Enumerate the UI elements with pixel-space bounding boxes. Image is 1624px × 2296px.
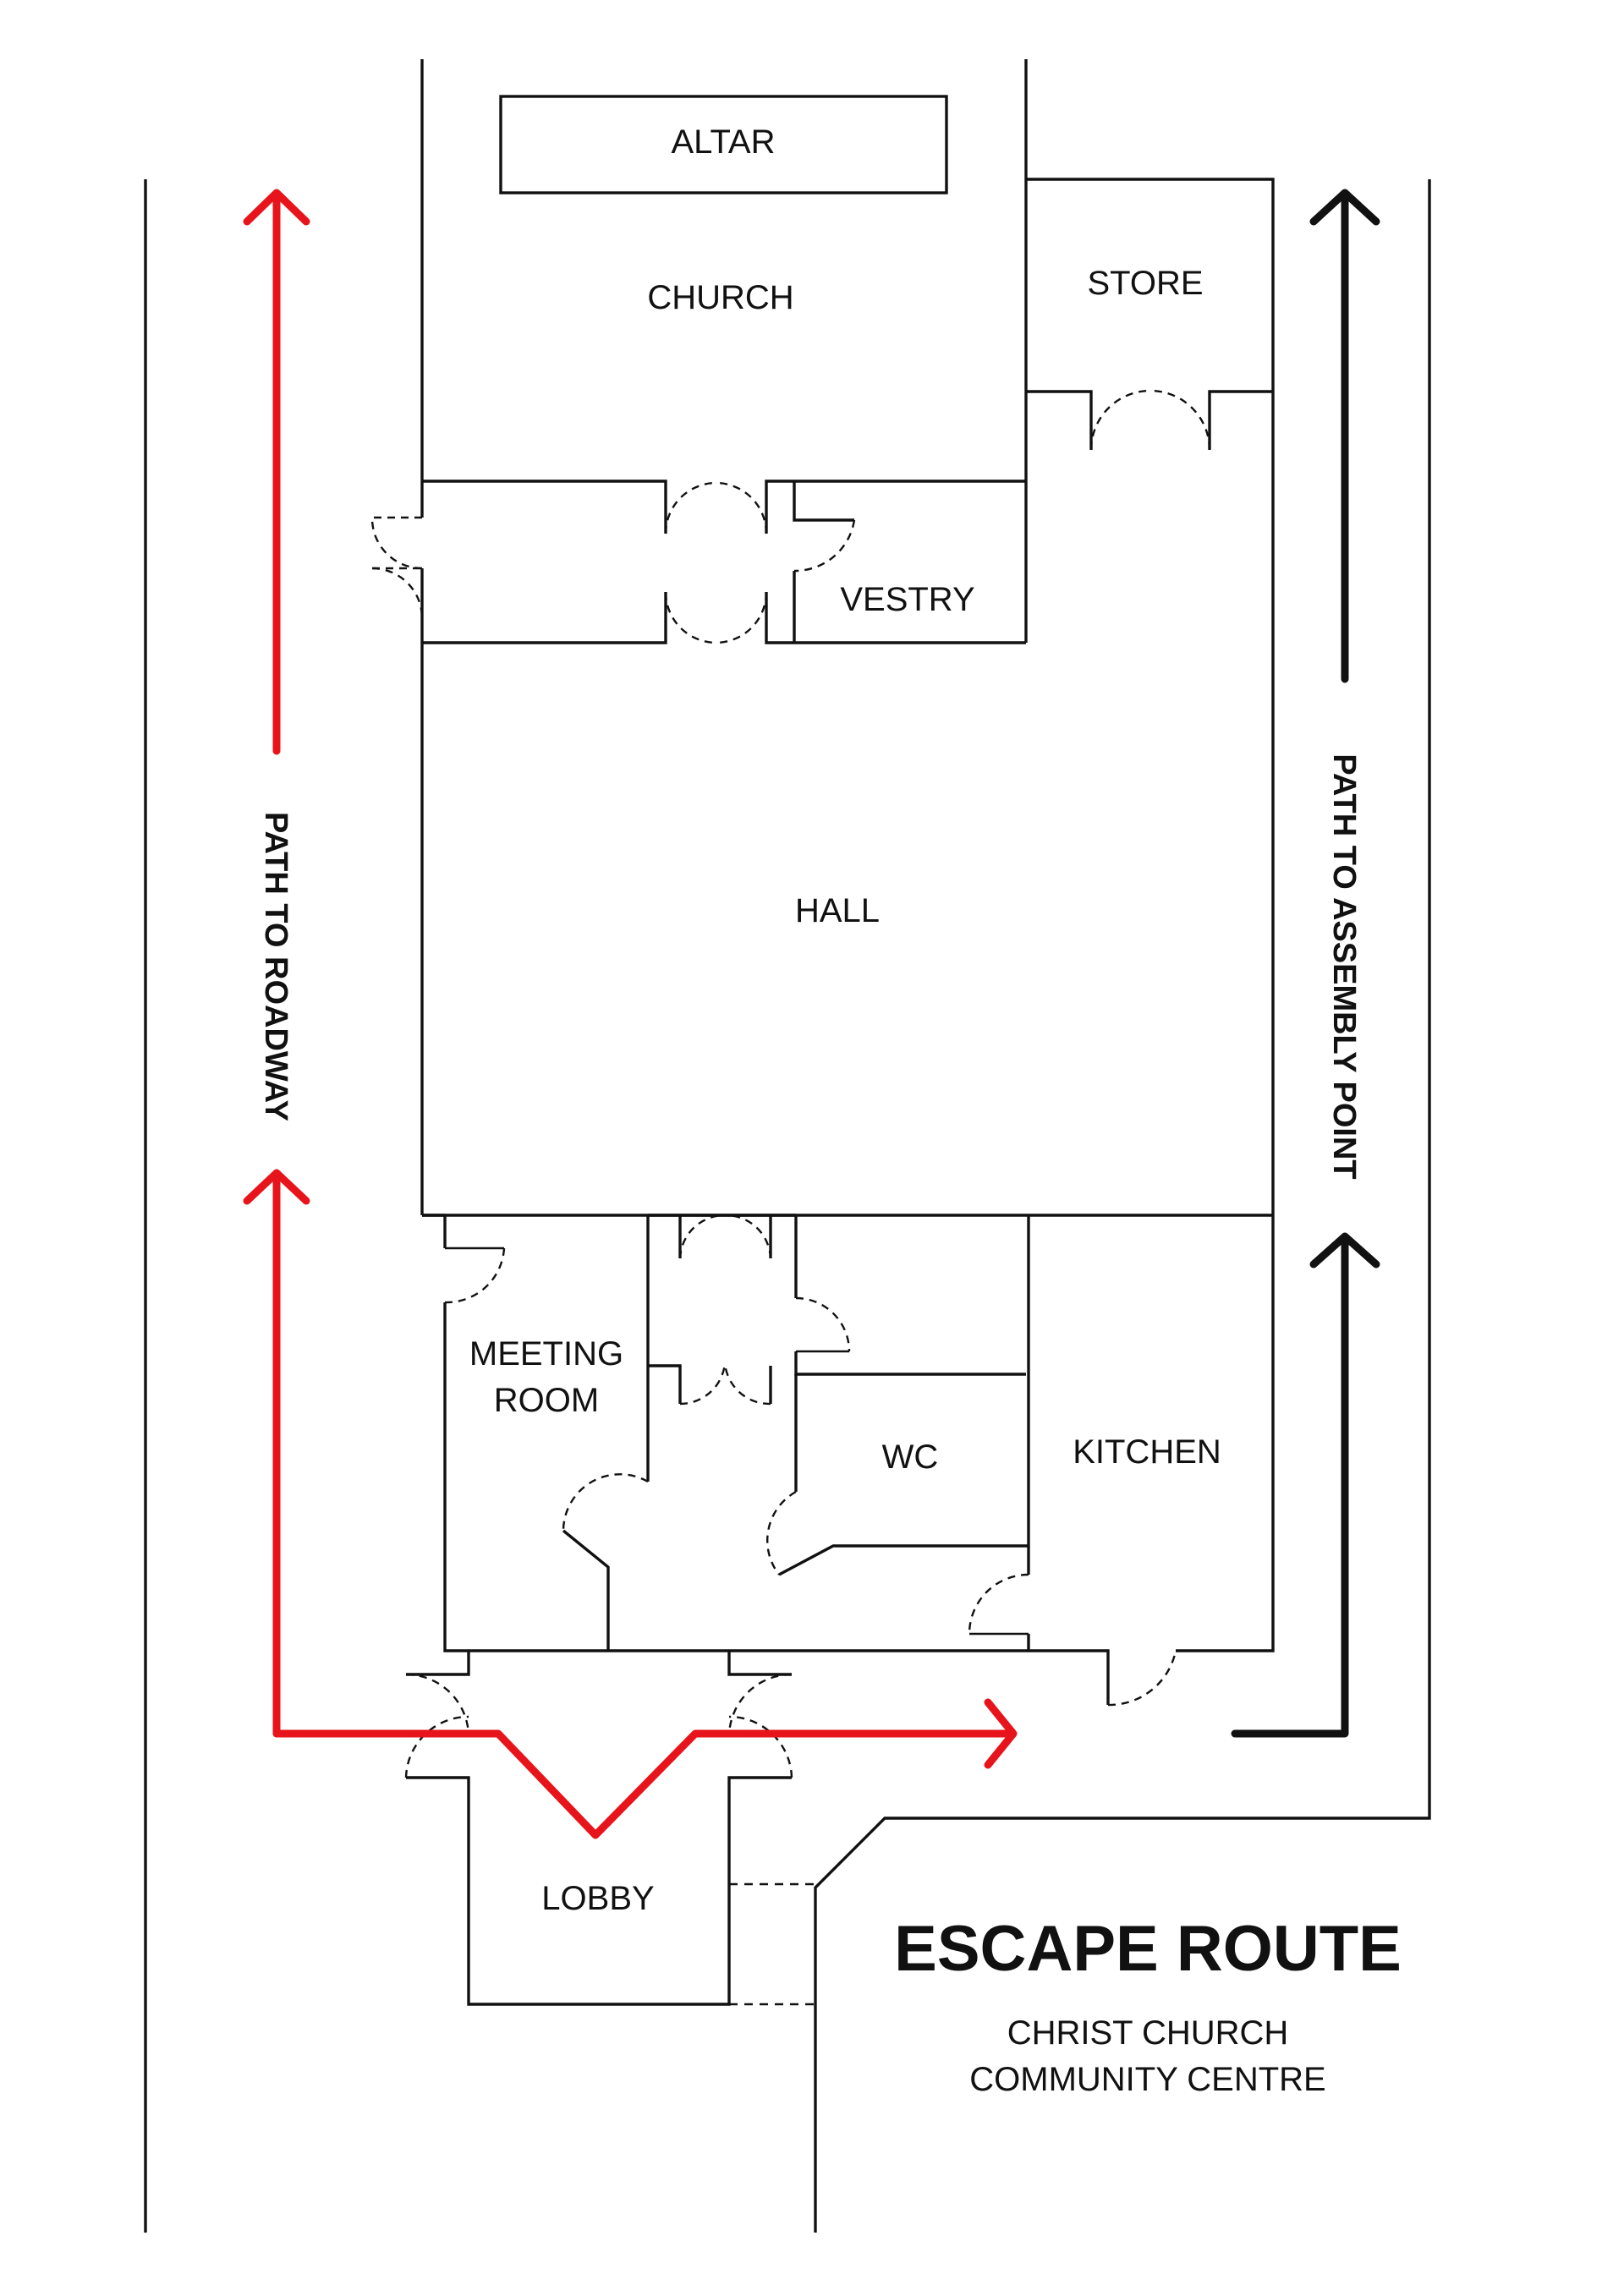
assembly-route-black [1231, 189, 1380, 1738]
subtitle-line2: COMMUNITY CENTRE [969, 2061, 1325, 2098]
lower-walls [422, 1214, 1275, 1705]
meeting-room-label-line2: ROOM [494, 1382, 599, 1419]
hall-label: HALL [795, 892, 880, 929]
church-walls [420, 59, 1028, 534]
lobby-door-icons [404, 1673, 793, 1778]
vestry-label: VESTRY [840, 581, 974, 618]
wc-label: WC [882, 1438, 939, 1476]
corridor-door-icons [370, 481, 856, 644]
store-walls [1026, 178, 1275, 643]
altar [499, 95, 948, 195]
lobby-walls [406, 1651, 815, 2006]
kitchen-label: KITCHEN [1073, 1433, 1221, 1471]
hall-walls [420, 643, 1275, 1217]
escape-route-red [243, 189, 1018, 1839]
store-label: STORE [1087, 265, 1203, 302]
corridor-walls [420, 481, 1028, 644]
subtitle-line1: CHRIST CHURCH [1007, 2014, 1289, 2052]
store-door-icon [1089, 389, 1211, 451]
meeting-room-label-line1: MEETING [469, 1335, 623, 1373]
lobby-label: LOBBY [541, 1880, 654, 1917]
path-to-roadway-label: PATH TO ROADWAY [258, 812, 294, 1121]
escape-route-title: ESCAPE ROUTE [894, 1913, 1402, 1985]
site-boundaries [144, 179, 1431, 2233]
altar-label: ALTAR [672, 123, 776, 161]
lower-door-icons [444, 1214, 1177, 1707]
church-label: CHURCH [647, 279, 793, 316]
path-to-assembly-point-label: PATH TO ASSEMBLY POINT [1326, 753, 1362, 1179]
